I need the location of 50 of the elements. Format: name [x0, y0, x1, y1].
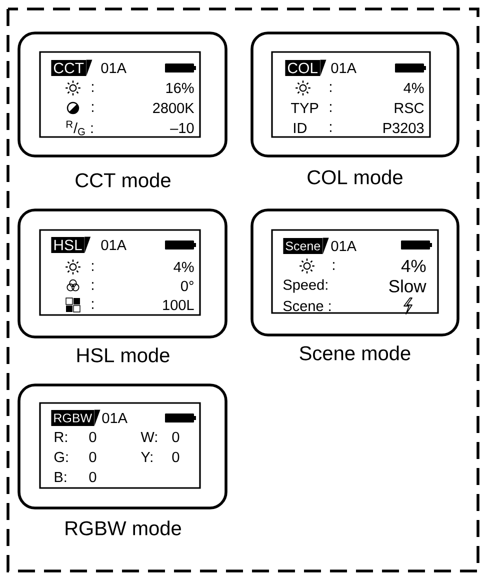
mode-tag: COL	[285, 60, 326, 76]
mode-caption: HSL mode	[77, 348, 170, 362]
screen-text: 01A	[102, 412, 128, 424]
screen-text: :	[92, 282, 94, 290]
screen-text: RSC	[394, 102, 424, 114]
screen-text: 100L	[163, 300, 194, 310]
screen-text: B:	[54, 472, 66, 482]
screen-text: 16%	[166, 82, 194, 94]
screen-text: :	[330, 84, 332, 92]
screen-text: ID	[294, 123, 306, 133]
screen-text: 0	[89, 452, 96, 462]
mode-caption: COL mode	[308, 170, 402, 184]
screen-text: 2800K	[153, 102, 194, 114]
mode-caption: CCT mode	[76, 172, 170, 188]
screen-text: TYP	[291, 103, 318, 113]
screen-text: 01A	[101, 240, 126, 250]
screen-text: 0	[89, 472, 96, 482]
screen-text: G:	[54, 452, 68, 462]
screen-text: 01A	[331, 240, 356, 252]
screen-text: 4%	[404, 82, 424, 94]
screen-text: P3203	[384, 122, 424, 134]
screen-text: Y:	[141, 452, 152, 462]
screen-text: R:	[54, 432, 67, 442]
mode-caption: Scene mode	[300, 346, 410, 360]
mode-tag: RGBW	[51, 410, 100, 426]
screen-text: Speed:	[283, 279, 328, 293]
screen-text: 0	[172, 432, 180, 442]
screen-text: :	[92, 263, 94, 271]
screen-text: :	[330, 104, 332, 112]
screen-text: :	[92, 84, 94, 92]
screen-text: $^{R}$/$_{G}$ :	[66, 120, 93, 136]
screen-text: 0	[89, 432, 96, 442]
screen-text: 4%	[401, 260, 426, 272]
screen-text: –10	[170, 122, 194, 134]
screen-text: 01A	[331, 62, 356, 74]
screen-text: Scene :	[283, 300, 331, 312]
mode-tag: HSL	[51, 236, 91, 254]
screen-text: 01A	[101, 62, 126, 74]
screen-text: 0	[172, 452, 180, 462]
screen-text: :	[330, 124, 332, 132]
screen-text: W:	[140, 432, 157, 442]
mode-caption: RGBW mode	[66, 520, 181, 536]
screen-text: 4%	[174, 262, 194, 272]
screen-text: Slow	[389, 280, 426, 292]
screen-text: :	[333, 262, 334, 270]
mode-tag: Scene	[283, 238, 329, 254]
screen-text: :	[92, 104, 94, 112]
screen-text: :	[92, 301, 94, 309]
mode-tag: CCT	[51, 60, 92, 76]
screen-text: 0°	[181, 280, 194, 292]
